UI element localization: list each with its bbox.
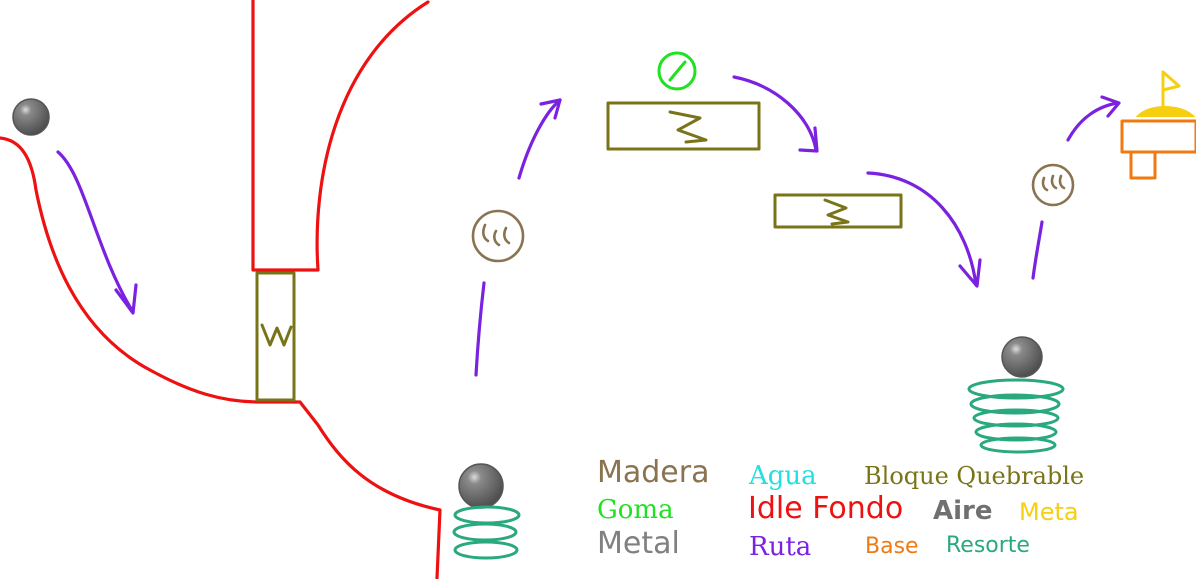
legend-meta: Meta [1019, 498, 1079, 526]
breakable-block-icon [773, 193, 903, 229]
upper-wall [251, 0, 430, 272]
wood-ball-icon [1031, 163, 1075, 207]
legend-ruta: Ruta [749, 532, 812, 562]
spring-icon [967, 378, 1065, 454]
goal-base [1120, 119, 1196, 180]
metal-ball-icon [1001, 336, 1043, 378]
legend-metal: Metal [597, 526, 680, 561]
metal-ball-icon [458, 463, 504, 509]
background-walls [0, 0, 442, 579]
route-arrow-3 [517, 98, 562, 180]
route-arrow-6 [1031, 220, 1044, 280]
legend-idle-fondo: Idle Fondo [748, 491, 904, 526]
legend-agua: Agua [749, 461, 817, 491]
route-arrow-7 [1066, 95, 1121, 142]
legend-base: Base [865, 534, 919, 559]
flag-icon [1135, 70, 1196, 117]
route-arrow-2 [474, 281, 486, 377]
metal-balls [12, 98, 1043, 509]
wood-ball-icon [471, 209, 525, 263]
legend-madera: Madera [597, 455, 710, 490]
route-arrow-4 [732, 75, 819, 153]
route-arrows [56, 75, 1121, 377]
legend-bloque-quebrable: Bloque Quebrable [864, 462, 1085, 490]
breakable-blocks [255, 101, 903, 402]
wood-balls [471, 163, 1075, 263]
breakable-block-icon [255, 271, 296, 402]
left-ramp-wall [0, 136, 442, 579]
legend-goma: Goma [597, 495, 674, 525]
springs [452, 378, 1065, 560]
route-arrow-5 [866, 171, 982, 288]
metal-ball-icon [12, 98, 50, 136]
legend-resorte: Resorte [946, 533, 1030, 558]
rubber-ball-icon [657, 51, 697, 91]
breakable-block-icon [606, 101, 761, 151]
route-arrow-1 [56, 150, 138, 315]
legend-aire: Aire [933, 496, 993, 526]
spring-icon [452, 505, 521, 560]
